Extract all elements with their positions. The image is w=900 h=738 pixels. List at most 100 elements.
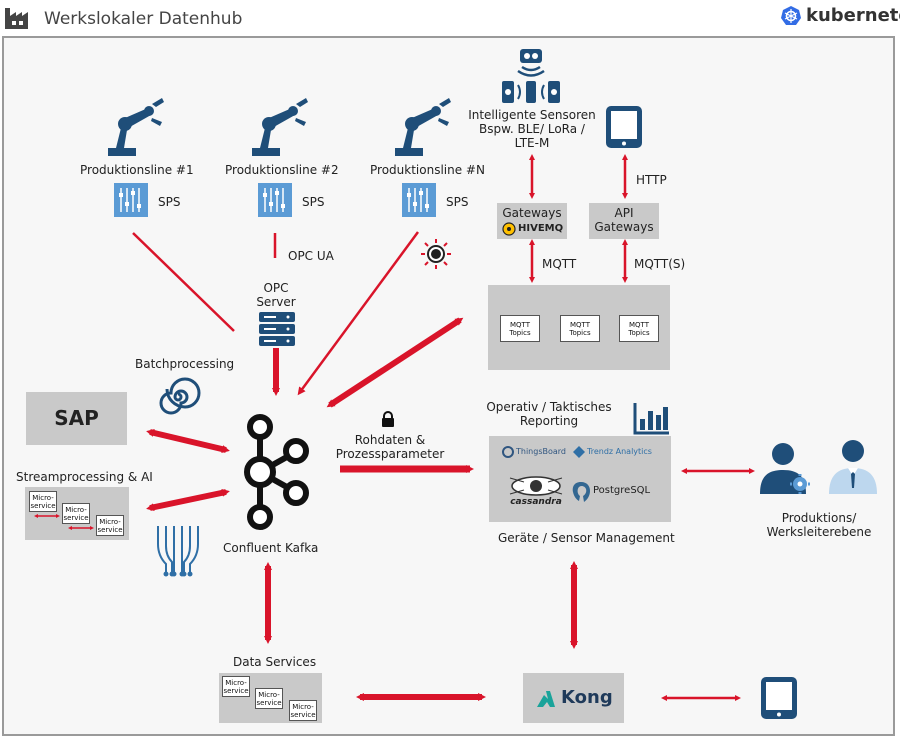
signal-emitter-icon: [420, 238, 452, 270]
spiral-icon: [153, 374, 203, 420]
hivemq-text: HIVEMQ: [518, 223, 564, 234]
microservice-line1: Micro-: [225, 679, 247, 687]
api-gateways-line2: Gateways: [594, 220, 654, 234]
kong-box: Kong: [523, 673, 624, 723]
mqtt-topic-line2: Topics: [509, 329, 531, 337]
plc-label: SPS: [158, 195, 181, 209]
api-gateways-label: API Gateways: [589, 206, 659, 234]
kong-label: Kong: [561, 687, 613, 708]
trendz-logo: Trendz Analytics: [573, 446, 663, 460]
users-label: Produktions/ Werksleiterebene: [760, 511, 878, 539]
sensors-line1: Intelligente Sensoren: [468, 108, 596, 122]
raw-data-line1: Rohdaten &: [354, 433, 426, 447]
factory-icon: [4, 4, 34, 30]
plc-label: SPS: [446, 195, 469, 209]
plc-icon: [258, 183, 292, 217]
opcua-label: OPC UA: [288, 249, 334, 263]
sensors-line2: Bspw. BLE/ LoRa /: [479, 122, 585, 136]
data-services-label: Data Services: [233, 655, 317, 669]
production-line-label: Produktionsline #N: [370, 163, 485, 177]
microservice-line2: service: [256, 699, 282, 707]
smart-sensor-icon: [500, 47, 562, 105]
api-gateways-box: API Gateways: [589, 203, 659, 239]
microservice: Micro- service: [289, 700, 317, 721]
mqtt-label: MQTT: [542, 257, 577, 271]
lock-icon: [381, 411, 395, 427]
kafka-label: Confluent Kafka: [223, 541, 319, 555]
mqtt-topic: MQTT Topics: [560, 315, 600, 342]
opc-server-line2: Server: [256, 295, 296, 309]
robot-arm-icon: [246, 96, 310, 158]
microservice: Micro- service: [255, 688, 283, 709]
server-icon: [259, 312, 295, 346]
api-gateways-line1: API: [614, 206, 634, 220]
cassandra-text: cassandra: [510, 497, 562, 507]
opc-server-line1: OPC: [263, 281, 289, 295]
microservice-line1: Micro-: [65, 506, 87, 514]
user-admin-icon: [758, 440, 818, 496]
gateways-label: Gateways: [502, 206, 562, 220]
mqtt-topic-line2: Topics: [569, 329, 591, 337]
microservice: Micro- service: [29, 491, 57, 512]
raw-data-label: Rohdaten & Prozessparameter: [330, 433, 450, 461]
http-label: HTTP: [636, 173, 667, 187]
robot-arm-icon: [102, 96, 166, 158]
tablet-icon: [761, 677, 797, 719]
batchprocessing-label: Batchprocessing: [135, 357, 235, 371]
microservice-line1: Micro-: [292, 703, 314, 711]
ai-network-icon: [152, 524, 204, 578]
mqtt-topic: MQTT Topics: [500, 315, 540, 342]
thingsboard-text: ThingsBoard: [516, 447, 567, 456]
microservice-line2: service: [63, 514, 89, 522]
plc-icon: [402, 183, 436, 217]
production-line-label: Produktionsline #2: [225, 163, 339, 177]
reporting-label: Operativ / Taktisches Reporting: [478, 400, 620, 428]
production-line-label: Produktionsline #1: [80, 163, 194, 177]
plc-label: SPS: [302, 195, 325, 209]
gateways-box: Gateways HIVEMQ: [497, 203, 567, 239]
sap-box: SAP: [26, 392, 127, 445]
mqtt-topic-line1: MQTT: [629, 321, 649, 329]
trendz-text: Trendz Analytics: [587, 447, 652, 456]
plc-icon: [114, 183, 148, 217]
opc-server-label: OPC Server: [250, 281, 302, 309]
page-title: Werkslokaler Datenhub: [44, 9, 243, 29]
microservice: Micro- service: [62, 503, 90, 524]
kong-icon: [535, 687, 557, 709]
microservice: Micro- service: [222, 676, 250, 697]
device-management-label: Geräte / Sensor Management: [498, 531, 675, 545]
microservice-line2: service: [97, 526, 123, 534]
users-line1: Produktions/: [781, 511, 857, 525]
bar-chart-icon: [633, 403, 669, 435]
cassandra-eye-icon: [509, 476, 563, 496]
trendz-icon: [573, 446, 585, 458]
hivemq-icon: [502, 222, 516, 236]
arrow-stream-kafka: [146, 488, 230, 512]
mqtt-topic-line1: MQTT: [510, 321, 530, 329]
thingsboard-logo: ThingsBoard: [502, 446, 572, 460]
arrow-mqtt-kafka: [326, 317, 464, 408]
users-line2: Werksleiterebene: [766, 525, 872, 539]
microservice-line2: service: [290, 711, 316, 719]
microservice-line1: Micro-: [99, 518, 121, 526]
mqtt-topic-line2: Topics: [628, 329, 650, 337]
smart-sensors-label: Intelligente Sensoren Bspw. BLE/ LoRa / …: [462, 108, 602, 150]
robot-arm-icon: [389, 96, 453, 158]
thingsboard-icon: [502, 446, 514, 458]
microservice-line2: service: [223, 687, 249, 695]
line-sps1-kafka: [132, 232, 235, 332]
microservice-line1: Micro-: [258, 691, 280, 699]
kubernetes-logo-text: kubernetes: [806, 5, 900, 26]
sensors-line3: LTE-M: [514, 136, 550, 150]
postgresql-text: PostgreSQL: [593, 485, 651, 496]
user-manager-icon: [826, 438, 880, 496]
microservice-line2: service: [30, 502, 56, 510]
line-spsn-kafka: [297, 231, 420, 396]
tablet-icon: [606, 106, 642, 148]
arrow-sap-kafka: [146, 429, 230, 453]
postgresql-logo: PostgreSQL: [571, 481, 661, 503]
reporting-line1: Operativ / Taktisches: [486, 400, 612, 414]
streamprocessing-label: Streamprocessing & AI: [16, 470, 153, 484]
